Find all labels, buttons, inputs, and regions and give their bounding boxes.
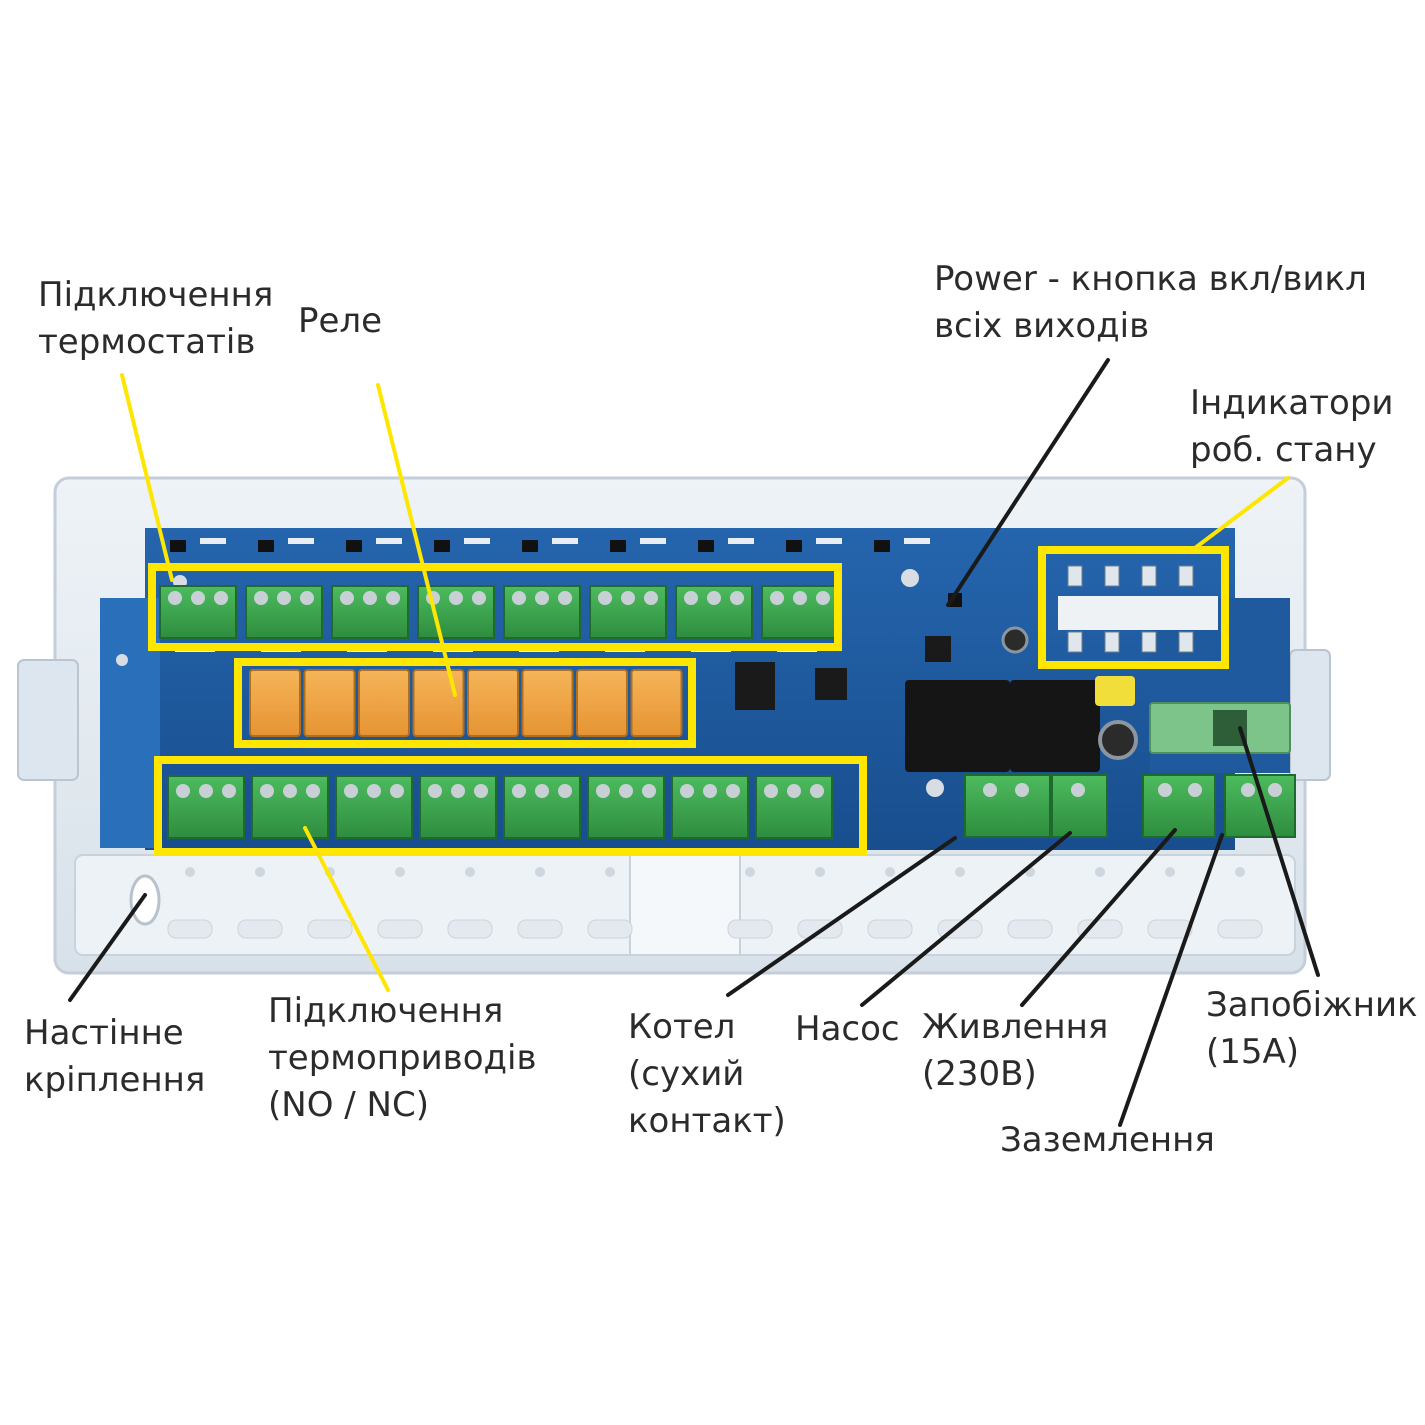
chips xyxy=(735,593,1138,772)
wall-mount-leader xyxy=(68,893,147,1002)
status-led xyxy=(1067,631,1083,653)
thermostats-label-line-2: термостатів xyxy=(38,322,256,362)
boiler-label-line-1: Котел xyxy=(628,1007,736,1047)
actuators-label-line-1: Підключення xyxy=(268,991,504,1031)
boiler-leader xyxy=(726,836,957,997)
power-label: Power - кнопка вкл/викл всіх виходів xyxy=(934,256,1367,350)
relay xyxy=(467,669,519,737)
thermostat-terminal-block xyxy=(331,585,409,639)
pump-label: Насос xyxy=(795,1006,900,1053)
status-led xyxy=(1104,631,1120,653)
thermostat-terminal-block xyxy=(245,585,323,639)
indicators-label-line-2: роб. стану xyxy=(1190,430,1377,470)
ground-label: Заземлення xyxy=(1000,1117,1215,1164)
relay-label-line-1: Реле xyxy=(298,301,383,341)
actuators-highlight xyxy=(154,756,867,856)
indicators-leader xyxy=(1193,476,1290,550)
status-led xyxy=(1178,565,1194,587)
boiler-label-line-3: контакт) xyxy=(628,1101,786,1141)
actuators-leader xyxy=(303,826,390,992)
fuse-label-line-2: (15А) xyxy=(1206,1032,1300,1072)
actuator-terminal-block xyxy=(419,775,497,839)
wall-mount-label-line-1: Настінне xyxy=(24,1013,184,1053)
relay-label: Реле xyxy=(298,298,382,345)
leader-lines xyxy=(68,358,1320,1127)
actuator-terminal-block xyxy=(671,775,749,839)
relay-leader xyxy=(376,383,457,697)
relay xyxy=(303,669,356,737)
relay xyxy=(521,669,574,737)
status-led xyxy=(1141,631,1157,653)
status-led xyxy=(1178,631,1194,653)
indicators-label: Індикатори роб. стану xyxy=(1190,380,1394,474)
power-label-line-2: всіх виходів xyxy=(934,306,1150,346)
pump-leader xyxy=(860,831,1072,1007)
actuators-label: Підключення термоприводів (NO / NC) xyxy=(268,988,537,1129)
relay xyxy=(412,669,465,737)
fuse-label-line-1: Запобіжник xyxy=(1206,985,1418,1025)
actuator-terminal-block xyxy=(503,775,581,839)
boiler-label-line-2: (сухий xyxy=(628,1054,745,1094)
power-label-line-1: Power - кнопка вкл/викл xyxy=(934,259,1367,299)
status-led xyxy=(1104,565,1120,587)
ground-leader xyxy=(1118,833,1224,1127)
thermostat-terminal-block xyxy=(417,585,495,639)
indicators-highlight xyxy=(1038,546,1229,669)
actuators-label-line-3: (NO / NC) xyxy=(268,1085,429,1125)
boiler-label: Котел (сухий контакт) xyxy=(628,1004,786,1145)
cable-entry-holes xyxy=(167,867,1263,939)
highlight-boxes xyxy=(148,546,1229,856)
thermostats-leader xyxy=(120,373,174,582)
thermostats-label: Підключення термостатів xyxy=(38,272,273,366)
relay xyxy=(630,669,683,737)
supply-leader xyxy=(1020,828,1177,1007)
actuator-terminal-block xyxy=(335,775,413,839)
status-indicators xyxy=(1058,565,1218,653)
thermostat-terminal-block xyxy=(159,585,237,639)
actuators-label-line-2: термоприводів xyxy=(268,1038,537,1078)
thermostat-terminal-block xyxy=(503,585,581,639)
relay xyxy=(576,669,628,737)
supply-label: Живлення (230В) xyxy=(922,1004,1108,1098)
wall-mount-label: Настінне кріплення xyxy=(24,1010,205,1104)
thermostat-terminal-block xyxy=(761,585,839,639)
supply-label-line-1: Живлення xyxy=(922,1007,1109,1047)
thermostat-terminal-block xyxy=(675,585,753,639)
thermostat-terminals xyxy=(159,585,839,639)
indicators-label-line-1: Індикатори xyxy=(1190,383,1394,423)
actuator-terminal-block xyxy=(167,775,245,839)
ground-label-line-1: Заземлення xyxy=(1000,1120,1215,1160)
supply-label-line-2: (230В) xyxy=(922,1054,1037,1094)
thermostat-terminal-block xyxy=(589,585,667,639)
fuse-label: Запобіжник (15А) xyxy=(1206,982,1418,1076)
wall-mount-label-line-2: кріплення xyxy=(24,1060,206,1100)
thermostats-label-line-1: Підключення xyxy=(38,275,274,315)
relay-highlight xyxy=(234,658,696,748)
fuse-leader xyxy=(1238,726,1320,977)
actuator-terminal-block xyxy=(587,775,665,839)
actuator-terminal-block xyxy=(251,775,329,839)
status-led xyxy=(1141,565,1157,587)
fuse-holder xyxy=(1149,702,1291,754)
wall-mount-hole xyxy=(129,874,161,926)
status-led xyxy=(1067,565,1083,587)
relay xyxy=(249,669,301,737)
actuator-terminals xyxy=(167,775,833,839)
relays xyxy=(249,669,683,737)
pump-label-line-1: Насос xyxy=(795,1009,900,1049)
actuator-terminal-block xyxy=(755,775,833,839)
power-leader xyxy=(946,358,1110,607)
relay xyxy=(358,669,410,737)
thermostats-highlight xyxy=(148,563,842,651)
